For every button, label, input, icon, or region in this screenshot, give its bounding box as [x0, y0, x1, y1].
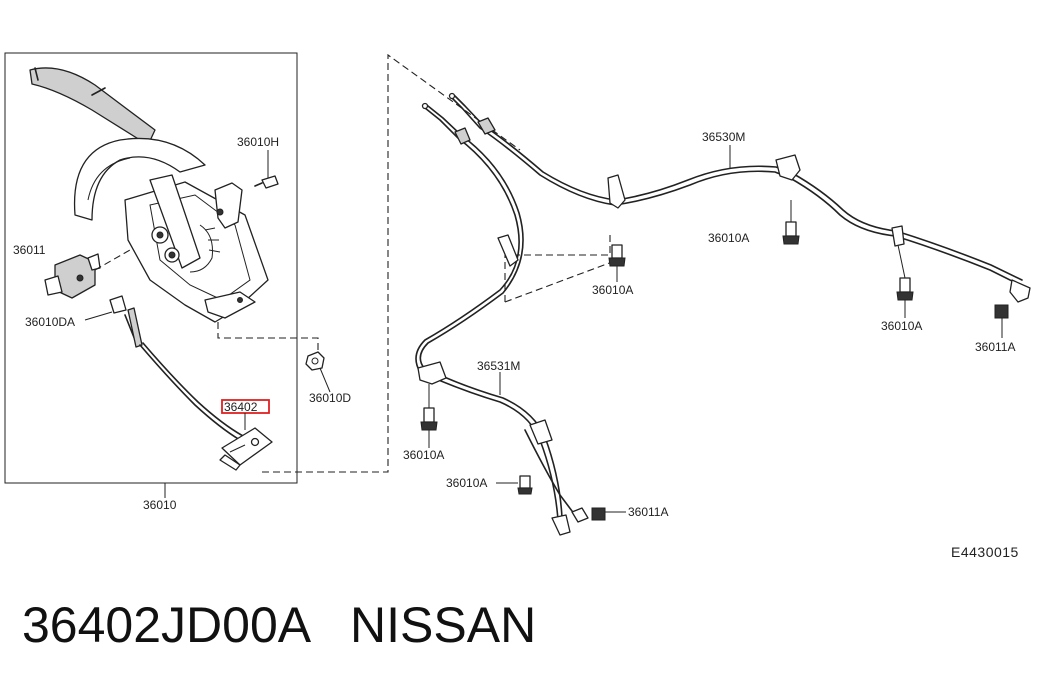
label-36010: 36010 — [143, 498, 177, 512]
label-36010H: 36010H — [237, 135, 279, 149]
label-36010A-3: 36010A — [881, 319, 922, 333]
switch-36011 — [44, 249, 131, 299]
front-cable-36402 — [124, 307, 273, 471]
label-36010D: 36010D — [309, 391, 351, 405]
clip-36010DA — [84, 295, 127, 321]
label-36010DA: 36010DA — [25, 315, 75, 329]
rear-cables — [415, 92, 1031, 536]
label-36530M: 36530M — [702, 130, 745, 144]
label-36011A-1: 36011A — [975, 340, 1015, 354]
label-36010A-1: 36010A — [708, 231, 749, 245]
bolt-36010H — [254, 150, 279, 189]
brackets-bolts — [417, 145, 1009, 521]
dashed-connectors — [217, 53, 613, 473]
label-36010A-5: 36010A — [446, 476, 487, 490]
label-36010A-4: 36010A — [403, 448, 444, 462]
label-36010A-2: 36010A — [592, 283, 633, 297]
label-36402: 36402 — [224, 400, 258, 414]
nut-36010D — [305, 351, 331, 393]
part-caption: 36402JD00A NISSAN — [22, 596, 536, 654]
diagram-code: E4430015 — [951, 544, 1019, 560]
part-number: 36402JD00A — [22, 597, 309, 653]
label-36531M: 36531M — [477, 359, 520, 373]
lever-assembly — [29, 67, 269, 323]
assembly-frame — [4, 52, 298, 484]
brand-name: NISSAN — [350, 597, 537, 653]
label-36011: 36011 — [13, 243, 46, 257]
label-36011A-2: 36011A — [628, 505, 668, 519]
